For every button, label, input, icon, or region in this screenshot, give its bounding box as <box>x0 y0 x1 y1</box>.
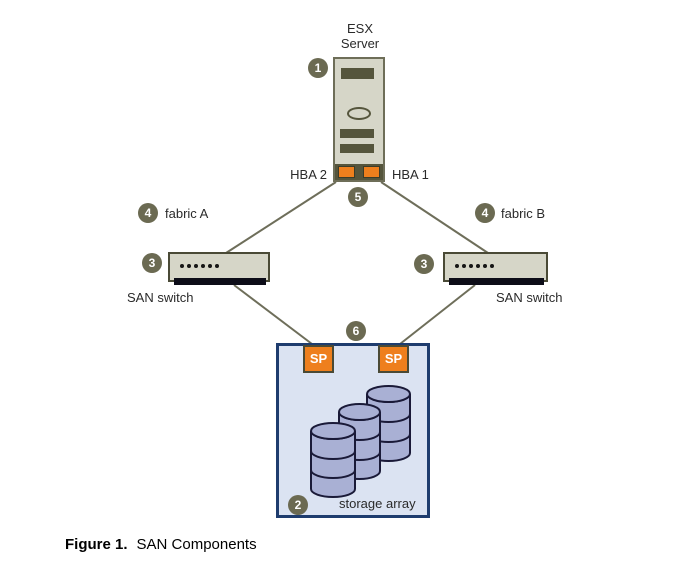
san-switch-left-label: SAN switch <box>127 290 194 305</box>
sp-right-box: SP <box>378 345 409 373</box>
server-power-oval-icon <box>347 107 371 120</box>
link-hba1-to-switch-right <box>380 181 489 254</box>
badge-4-fabric-b: 4 <box>475 203 495 223</box>
badge-2-storage: 2 <box>288 495 308 515</box>
esx-server-tower <box>333 57 385 182</box>
server-vent-bar <box>340 129 374 138</box>
fabric-b-label: fabric B <box>501 206 546 221</box>
figure-caption-text: SAN Components <box>136 536 257 553</box>
switch-base-bar <box>449 278 544 285</box>
badge-1-esx-server: 1 <box>308 58 328 78</box>
sp-left-box: SP <box>303 345 334 373</box>
fabric-a-label: fabric A <box>165 206 209 221</box>
server-vent-bar <box>340 144 374 153</box>
figure-caption: Figure 1. SAN Components <box>65 536 257 553</box>
storage-array-box: SP SP 2 storage array <box>276 343 430 518</box>
hba2-port <box>338 166 355 178</box>
link-switch-left-to-sp <box>233 284 313 345</box>
server-hba-strip <box>335 164 383 180</box>
hba1-port <box>363 166 380 178</box>
esx-server-title: ESX Server <box>320 21 400 51</box>
san-switch-right-label: SAN switch <box>496 290 563 305</box>
hba2-label: HBA 2 <box>290 167 327 182</box>
badge-6-sp: 6 <box>346 321 366 341</box>
badge-3-switch-right: 3 <box>414 254 434 274</box>
badge-5-hba: 5 <box>348 187 368 207</box>
hba1-label: HBA 1 <box>392 167 429 182</box>
link-hba2-to-switch-left <box>225 181 337 254</box>
switch-base-bar <box>174 278 266 285</box>
link-switch-right-to-sp <box>399 284 476 345</box>
storage-array-label: storage array <box>339 496 416 511</box>
esx-server-title-line1: ESX <box>346 21 373 36</box>
figure-caption-number: Figure 1. <box>65 536 128 553</box>
switch-ports-dots <box>455 264 494 268</box>
badge-3-switch-left: 3 <box>142 253 162 273</box>
server-vent-bar <box>341 68 374 79</box>
switch-ports-dots <box>180 264 219 268</box>
san-switch-left <box>168 252 270 285</box>
disk-cylinders <box>310 385 411 498</box>
badge-4-fabric-a: 4 <box>138 203 158 223</box>
esx-server-title-line2: Server <box>340 36 380 51</box>
san-switch-right <box>443 252 548 285</box>
